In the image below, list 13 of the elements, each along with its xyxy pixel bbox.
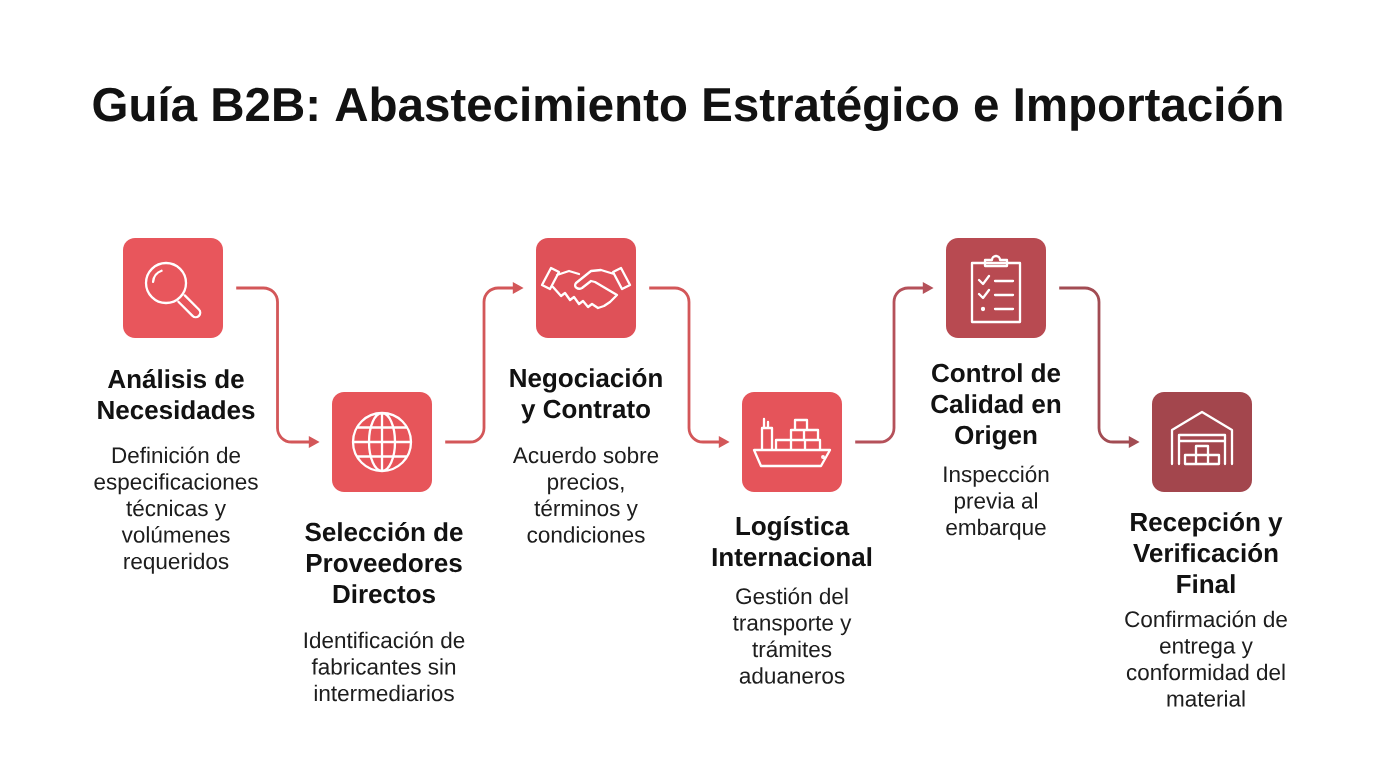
step-title: Selección de Proveedores Directos — [305, 521, 463, 604]
step-description: Gestión del transporte y trámites aduaneros — [732, 587, 852, 684]
step-title: Logística Internacional — [712, 515, 872, 567]
step-description: Acuerdo sobre precios, términos y condiciones — [512, 446, 659, 543]
step-title: Recepción y Verificación Final — [1131, 511, 1283, 594]
step-title: Control de Calidad en Origen — [931, 363, 1061, 450]
step-description: Definición de especificaciones técnicas y volúmenes requeridos — [94, 446, 258, 574]
step-description: Identificación de fabricantes sin intermediarios — [304, 631, 465, 702]
step-title: Negociación y Contrato — [510, 367, 662, 424]
step-description: Confirmación de entrega y conformidad del material — [1125, 610, 1287, 707]
title: Guía B2B: Abastecimiento Estratégico e Importación — [93, 86, 1282, 132]
step-description: Inspección previa al embarque — [944, 465, 1049, 540]
step-title: Análisis de Necesidades — [98, 368, 255, 420]
